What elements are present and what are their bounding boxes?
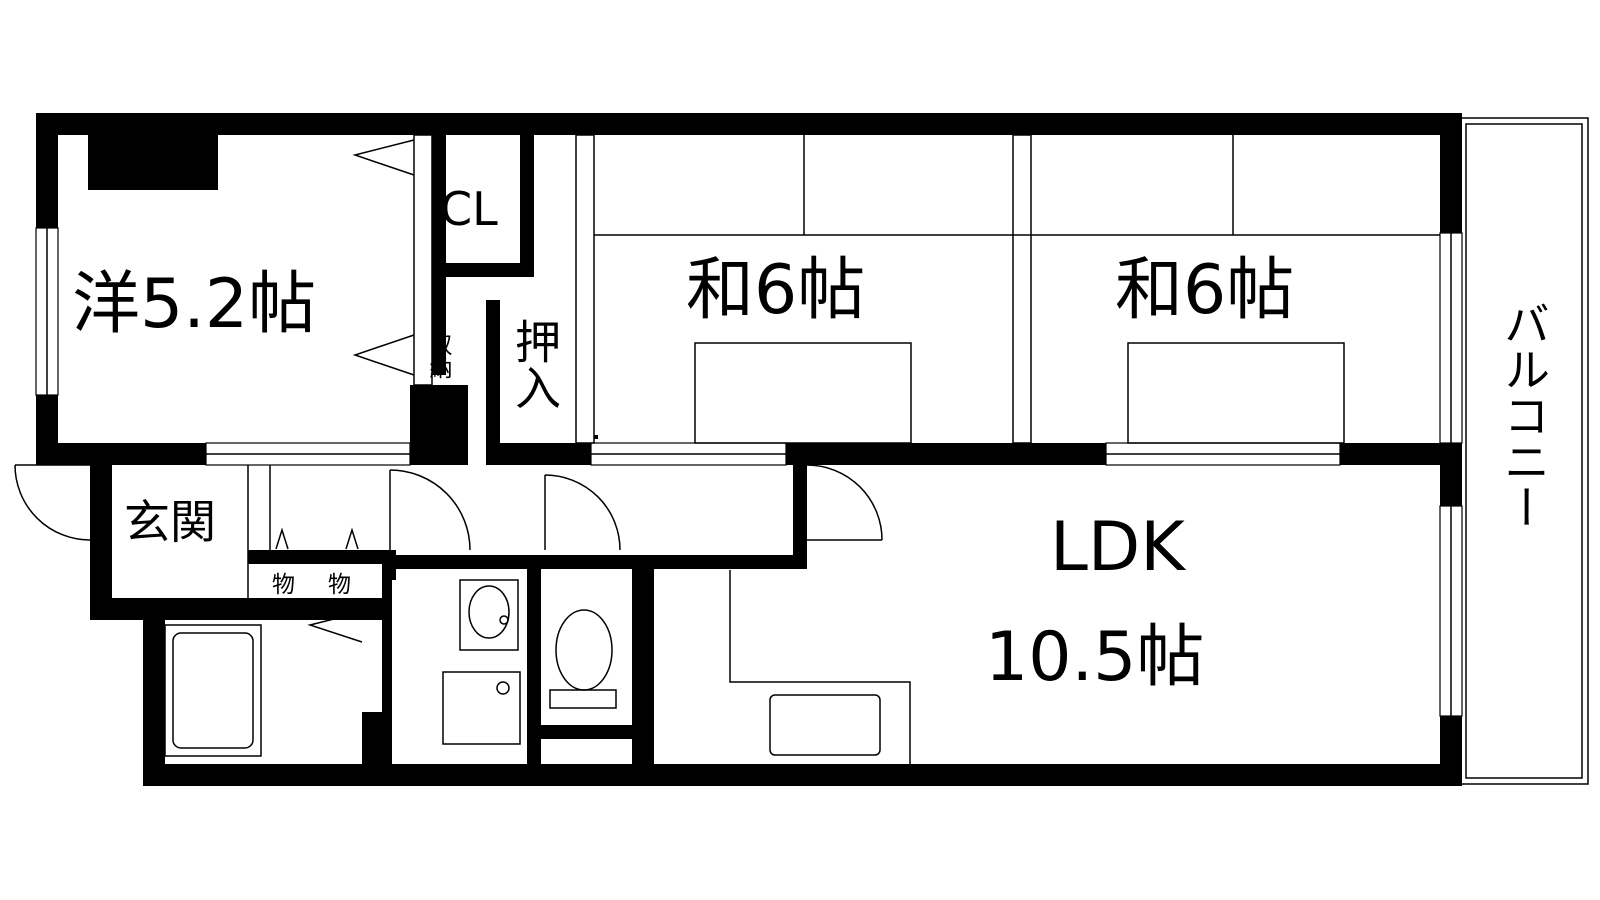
windows <box>35 227 1463 717</box>
outer-walls <box>36 113 1462 786</box>
ldk-size-label: 10.5帖 <box>985 618 1204 697</box>
closet-doors <box>275 139 415 643</box>
japanese-room-2-label: 和6帖 <box>1115 251 1294 330</box>
storage-2-label: 物 <box>432 412 455 438</box>
closet-label: CL <box>440 182 498 236</box>
fixtures <box>164 570 911 764</box>
balcony-label: バルコニー <box>1497 300 1551 530</box>
tatami-lines <box>413 134 1440 444</box>
entrance-label: 玄関 <box>124 495 216 549</box>
storage-label: 収納 <box>425 333 453 379</box>
oshiire-label: 押入 <box>508 318 562 410</box>
western-room-label: 洋5.2帖 <box>72 265 316 344</box>
japanese-room-1-label: 和6帖 <box>686 251 865 330</box>
shoe-storage-left-label: 物 <box>272 572 295 598</box>
shoe-storage-right-label: 物 <box>328 572 351 598</box>
door-swings <box>14 464 883 598</box>
ldk-label: LDK <box>1050 508 1187 587</box>
interior-walls <box>88 135 1462 786</box>
room-labels: 洋5.2帖 CL 収納 物 押入 和6帖 和6帖 バルコニー 玄関 物 物 LD… <box>72 182 1551 697</box>
